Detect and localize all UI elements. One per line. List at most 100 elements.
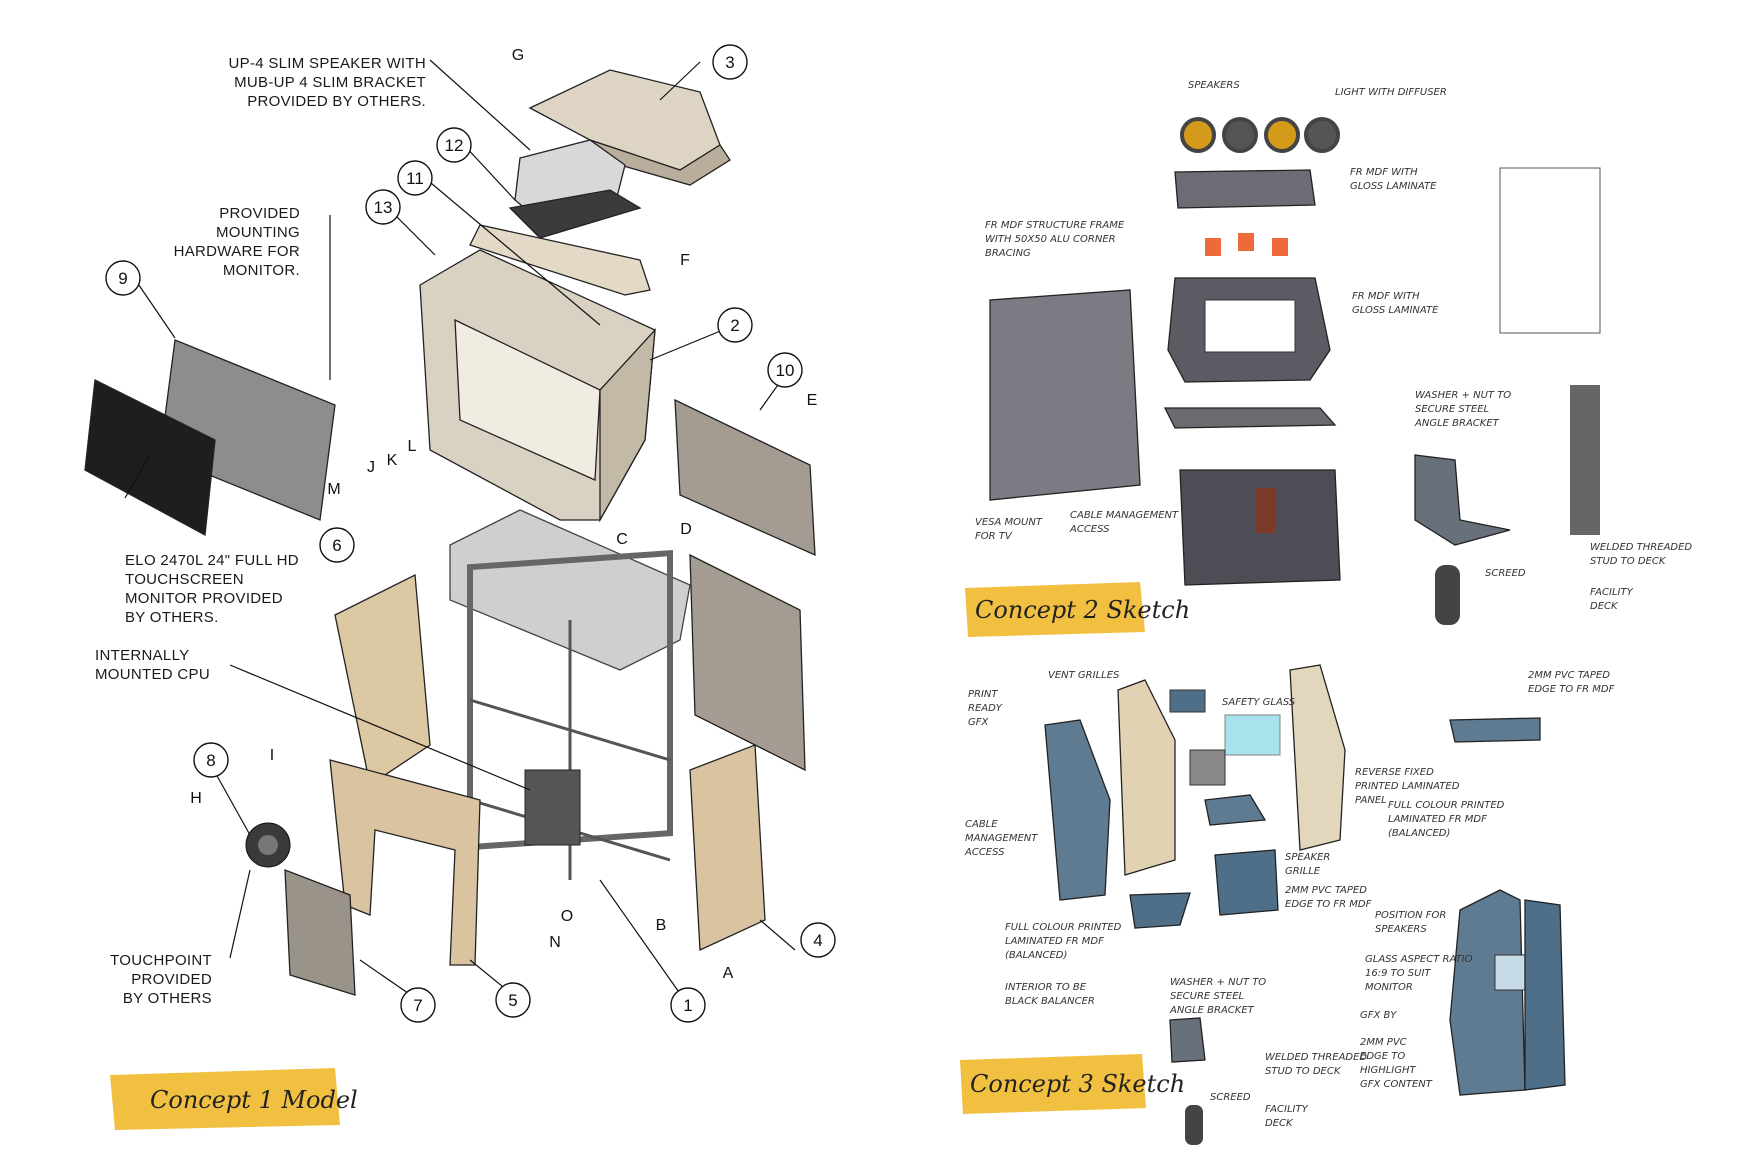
svg-text:SPEAKERS: SPEAKERS bbox=[1188, 80, 1240, 91]
speaker-row bbox=[1180, 117, 1340, 153]
svg-text:WASHER + NUT TO: WASHER + NUT TO bbox=[1170, 977, 1266, 988]
letter-o: O bbox=[561, 908, 573, 925]
svg-text:EDGE TO FR MDF: EDGE TO FR MDF bbox=[1528, 684, 1615, 695]
callout-10-label: 10 bbox=[776, 361, 795, 380]
concept2-notes: SPEAKERS LIGHT WITH DIFFUSER FR MDF STRU… bbox=[975, 80, 1692, 612]
svg-text:SPEAKER: SPEAKER bbox=[1285, 852, 1330, 863]
concept3-sketch: PRINT READY GFX VENT GRILLES SAFETY GLAS… bbox=[960, 664, 1615, 1145]
svg-text:GLOSS LAMINATE: GLOSS LAMINATE bbox=[1350, 181, 1437, 192]
note-mounting-hardware: PROVIDED MOUNTING HARDWARE FOR MONITOR. bbox=[174, 205, 300, 279]
note-monitor: ELO 2470L 24" FULL HD TOUCHSCREEN MONITO… bbox=[125, 552, 299, 626]
svg-text:PROVIDED: PROVIDED bbox=[219, 205, 300, 222]
svg-text:BLACK BALANCER: BLACK BALANCER bbox=[1005, 996, 1095, 1007]
svg-text:TOUCHPOINT: TOUCHPOINT bbox=[110, 952, 212, 969]
concept2-banner: Concept 2 Sketch bbox=[965, 582, 1190, 637]
concept3-inner-panel bbox=[1117, 679, 1176, 876]
concept3-side-panel-blue bbox=[1044, 719, 1111, 901]
svg-text:MONITOR: MONITOR bbox=[1365, 982, 1413, 993]
svg-text:2MM PVC: 2MM PVC bbox=[1360, 1037, 1407, 1048]
svg-text:PRINT: PRINT bbox=[968, 689, 998, 700]
svg-text:FULL COLOUR PRINTED: FULL COLOUR PRINTED bbox=[1388, 800, 1505, 811]
svg-text:VESA MOUNT: VESA MOUNT bbox=[975, 517, 1043, 528]
svg-text:MANAGEMENT: MANAGEMENT bbox=[965, 833, 1038, 844]
svg-text:FACILITY: FACILITY bbox=[1265, 1104, 1309, 1115]
part-10-back-panel-lower bbox=[689, 553, 806, 772]
svg-text:LAMINATED FR MDF: LAMINATED FR MDF bbox=[1005, 936, 1104, 947]
svg-text:HIGHLIGHT: HIGHLIGHT bbox=[1360, 1065, 1417, 1076]
callout-8: 8 bbox=[193, 742, 229, 778]
svg-text:SPEAKERS: SPEAKERS bbox=[1375, 924, 1427, 935]
concept3-side-panel-cream bbox=[1289, 664, 1346, 851]
letter-k: K bbox=[387, 452, 398, 469]
svg-text:WELDED THREADED: WELDED THREADED bbox=[1590, 542, 1692, 553]
letter-g: G bbox=[512, 47, 524, 64]
svg-text:LIGHT WITH DIFFUSER: LIGHT WITH DIFFUSER bbox=[1335, 87, 1447, 98]
svg-text:ANGLE BRACKET: ANGLE BRACKET bbox=[1414, 418, 1500, 429]
callout-7-label: 7 bbox=[413, 996, 422, 1015]
letter-h: H bbox=[190, 790, 202, 807]
part-2-cabinet-top bbox=[419, 249, 656, 523]
svg-text:MUB-UP 4 SLIM BRACKET: MUB-UP 4 SLIM BRACKET bbox=[234, 74, 426, 91]
svg-text:UP-4 SLIM SPEAKER WITH: UP-4 SLIM SPEAKER WITH bbox=[229, 55, 426, 72]
svg-text:DECK: DECK bbox=[1590, 601, 1619, 612]
svg-text:MOUNTED CPU: MOUNTED CPU bbox=[95, 666, 210, 683]
callout-4: 4 bbox=[800, 922, 836, 958]
svg-text:ELO 2470L 24" FULL HD: ELO 2470L 24" FULL HD bbox=[125, 552, 299, 569]
callout-13: 13 bbox=[365, 189, 401, 225]
part-5-front-panel bbox=[329, 759, 481, 966]
letter-a: A bbox=[723, 965, 734, 982]
callout-10: 10 bbox=[767, 352, 803, 388]
svg-text:MOUNTING: MOUNTING bbox=[216, 224, 300, 241]
callout-6-label: 6 bbox=[332, 536, 341, 555]
callout-3: 3 bbox=[712, 44, 748, 80]
svg-text:16:9 TO SUIT: 16:9 TO SUIT bbox=[1365, 968, 1431, 979]
svg-text:WITH 50X50 ALU CORNER: WITH 50X50 ALU CORNER bbox=[985, 234, 1116, 245]
svg-text:SCREED: SCREED bbox=[1210, 1092, 1251, 1103]
svg-text:MONITOR PROVIDED: MONITOR PROVIDED bbox=[125, 590, 283, 607]
svg-text:PROVIDED: PROVIDED bbox=[131, 971, 212, 988]
svg-text:BRACING: BRACING bbox=[985, 248, 1031, 259]
svg-text:(BALANCED): (BALANCED) bbox=[1005, 950, 1067, 961]
svg-text:FR MDF WITH: FR MDF WITH bbox=[1352, 291, 1420, 302]
svg-text:ACCESS: ACCESS bbox=[1069, 524, 1110, 535]
svg-text:GFX CONTENT: GFX CONTENT bbox=[1360, 1079, 1433, 1090]
svg-text:GRILLE: GRILLE bbox=[1285, 866, 1321, 877]
concept1-banner: Concept 1 Model bbox=[110, 1068, 358, 1130]
svg-text:INTERIOR TO BE: INTERIOR TO BE bbox=[1005, 982, 1087, 993]
letter-d: D bbox=[680, 521, 692, 538]
part-10-back-panel-upper bbox=[674, 398, 816, 557]
svg-text:FR MDF WITH: FR MDF WITH bbox=[1350, 167, 1418, 178]
concept2-frame bbox=[989, 289, 1141, 501]
svg-text:SCREED: SCREED bbox=[1485, 568, 1526, 579]
svg-text:EDGE TO FR MDF: EDGE TO FR MDF bbox=[1285, 899, 1372, 910]
svg-text:SECURE STEEL: SECURE STEEL bbox=[1170, 991, 1244, 1002]
callout-12: 12 bbox=[436, 127, 472, 163]
letter-l: L bbox=[408, 438, 417, 455]
callout-1-label: 1 bbox=[683, 996, 692, 1015]
svg-text:BY OTHERS: BY OTHERS bbox=[123, 990, 212, 1007]
svg-text:Concept 3 Sketch: Concept 3 Sketch bbox=[970, 1070, 1185, 1098]
part-4-side-panel bbox=[689, 744, 766, 951]
letter-n: N bbox=[549, 934, 561, 951]
monitor-screen bbox=[84, 379, 216, 537]
callout-1: 1 bbox=[670, 987, 706, 1023]
svg-text:WELDED THREADED: WELDED THREADED bbox=[1265, 1052, 1367, 1063]
svg-text:GFX BY: GFX BY bbox=[1360, 1010, 1397, 1021]
callout-2-label: 2 bbox=[730, 316, 739, 335]
callout-11: 11 bbox=[397, 160, 433, 196]
svg-text:CABLE: CABLE bbox=[965, 819, 998, 830]
callout-6: 6 bbox=[319, 527, 355, 563]
svg-text:INTERNALLY: INTERNALLY bbox=[95, 647, 189, 664]
svg-text:FULL COLOUR PRINTED: FULL COLOUR PRINTED bbox=[1005, 922, 1122, 933]
svg-text:PANEL: PANEL bbox=[1355, 795, 1387, 806]
svg-text:WASHER + NUT TO: WASHER + NUT TO bbox=[1415, 390, 1511, 401]
callout-7: 7 bbox=[400, 987, 436, 1023]
letter-f: F bbox=[680, 252, 690, 269]
svg-text:FACILITY: FACILITY bbox=[1590, 587, 1634, 598]
svg-text:GLOSS LAMINATE: GLOSS LAMINATE bbox=[1352, 305, 1439, 316]
note-cpu: INTERNALLY MOUNTED CPU bbox=[95, 647, 210, 683]
svg-text:HARDWARE FOR: HARDWARE FOR bbox=[174, 243, 300, 260]
note-touchpoint: TOUCHPOINT PROVIDED BY OTHERS bbox=[110, 952, 212, 1007]
svg-text:PROVIDED BY OTHERS.: PROVIDED BY OTHERS. bbox=[247, 93, 426, 110]
svg-text:EDGE TO: EDGE TO bbox=[1360, 1051, 1405, 1062]
